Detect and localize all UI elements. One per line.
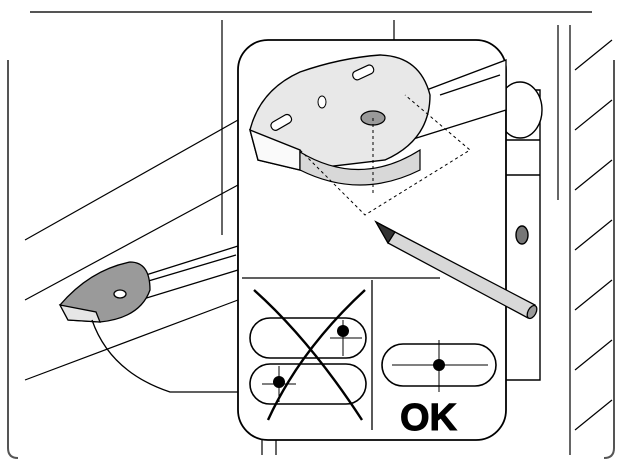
ok-label: OK <box>400 397 458 439</box>
correct-placement: OK <box>381 340 497 440</box>
callout-connector <box>91 319 238 393</box>
outer-frame <box>7 11 615 459</box>
crosshair-icon <box>330 320 362 356</box>
crosshair-icon <box>392 340 488 392</box>
small-arm <box>58 245 239 323</box>
wrong-placement <box>249 289 367 421</box>
small-bracket <box>59 261 151 323</box>
cross-out-icon <box>253 289 366 421</box>
pencil <box>374 220 538 320</box>
background-structure <box>24 20 613 455</box>
large-bracket <box>249 54 431 171</box>
